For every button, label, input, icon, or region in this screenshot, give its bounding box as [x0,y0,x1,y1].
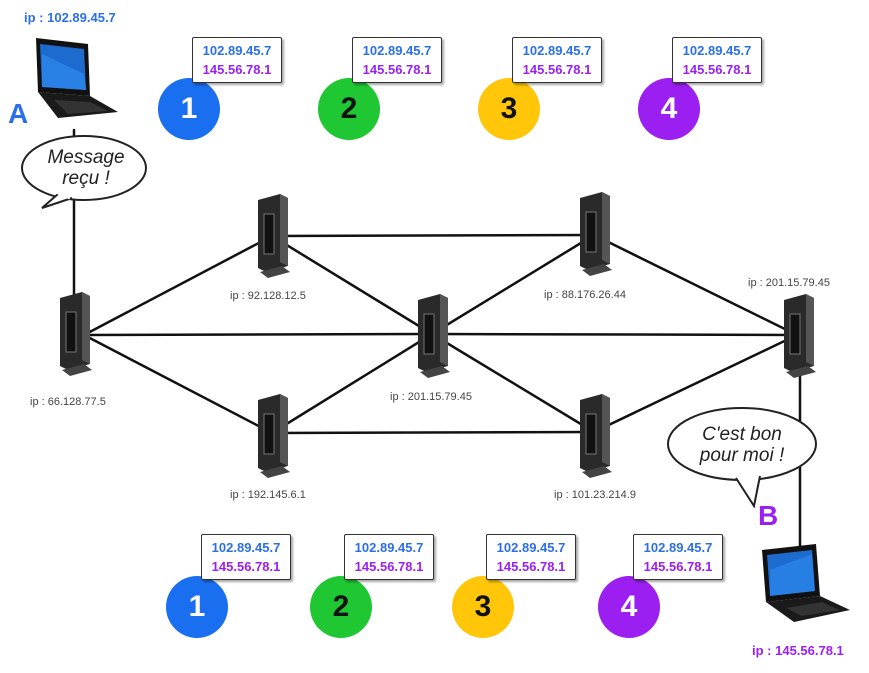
source-ip: 102.89.45.7 [362,43,432,58]
link-r4-r7 [430,332,799,337]
router-icon [258,394,290,478]
link-r2-r4 [270,234,434,336]
packet-circle: 1 [158,78,220,140]
packet-circle: 2 [310,576,372,638]
source-ip: 102.89.45.7 [202,43,272,58]
router-ip-label: ip : 88.176.26.44 [544,289,626,301]
host-a-ip: ip : 102.89.45.7 [24,10,116,25]
link-r1-r4 [82,332,434,337]
packet-circle: 3 [478,78,540,140]
destination-ip: 145.56.78.1 [354,559,424,574]
router-ip-label: ip : 66.128.77.5 [30,396,106,408]
packet-circle: 4 [598,576,660,638]
router-ip-label: ip : 192.145.6.1 [230,489,306,501]
speech-bubble-a [21,135,147,209]
host-a-letter: A [8,98,29,129]
router-icon [580,394,612,478]
router-ip-label: ip : 101.23.214.9 [554,489,636,501]
destination-ip: 145.56.78.1 [211,559,281,574]
link-r1-r2 [82,234,274,337]
link-r2-r5 [270,233,596,238]
destination-ip: 145.56.78.1 [522,62,592,77]
bubble-a-line-2: reçu ! [62,168,110,189]
router-ip-label: ip : 201.15.79.45 [390,391,472,403]
destination-ip: 145.56.78.1 [202,62,272,77]
bubble-b-text: C'est bon pour moi ! [672,424,812,466]
laptop-icon [762,544,850,622]
packet-header-box: 102.89.45.7 145.56.78.1 [192,37,282,83]
packet-header-box: 102.89.45.7 145.56.78.1 [201,534,291,580]
bubble-a-line-1: Message [47,147,125,168]
router-icon [258,194,290,278]
destination-ip: 145.56.78.1 [643,559,713,574]
link-r1-r3 [82,333,274,435]
packet-circle: 3 [452,576,514,638]
link-r6-r7 [592,333,799,434]
packet-header-box: 102.89.45.7 145.56.78.1 [633,534,723,580]
host-b-letter: B [758,500,779,531]
source-ip: 102.89.45.7 [354,540,424,555]
router-icon [580,192,612,276]
link-r5-r7 [592,233,799,337]
source-ip: 102.89.45.7 [643,540,713,555]
router-ip-label: ip : 201.15.79.45 [748,277,830,289]
source-ip: 102.89.45.7 [496,540,566,555]
host-b-ip: ip : 145.56.78.1 [752,643,844,658]
source-ip: 102.89.45.7 [682,43,752,58]
link-r4-r6 [430,332,596,434]
packet-header-box: 102.89.45.7 145.56.78.1 [512,37,602,83]
packet-header-box: 102.89.45.7 145.56.78.1 [344,534,434,580]
packet-header-box: 102.89.45.7 145.56.78.1 [486,534,576,580]
router-ip-label: ip : 92.128.12.5 [230,290,306,302]
bubble-b-line-1: C'est bon [702,424,782,445]
router-icon [418,294,450,378]
speech-bubble-b [667,407,817,508]
bubble-a-text: Message reçu ! [26,147,146,189]
packet-circle: 4 [638,78,700,140]
link-r4-r5 [430,233,596,336]
packet-header-box: 102.89.45.7 145.56.78.1 [672,37,762,83]
packet-header-box: 102.89.45.7 145.56.78.1 [352,37,442,83]
laptop-icon [36,38,118,118]
packet-circle: 2 [318,78,380,140]
packet-circle: 1 [166,576,228,638]
destination-ip: 145.56.78.1 [496,559,566,574]
router-icon [60,292,92,376]
bubble-b-line-2: pour moi ! [699,445,785,466]
destination-ip: 145.56.78.1 [682,62,752,77]
link-r3-r6 [270,430,596,435]
destination-ip: 145.56.78.1 [362,62,432,77]
router-icon [784,294,816,378]
link-r3-r4 [270,332,434,435]
source-ip: 102.89.45.7 [211,540,281,555]
source-ip: 102.89.45.7 [522,43,592,58]
